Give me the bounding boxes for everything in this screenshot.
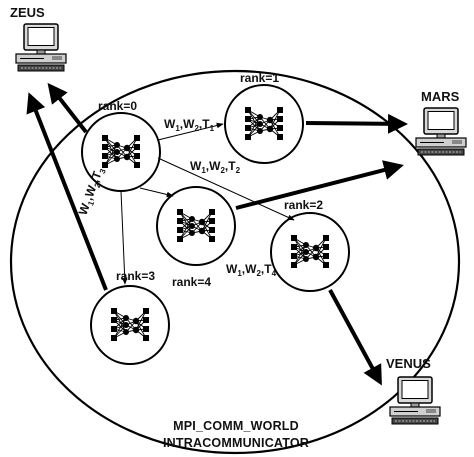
host-label-zeus: ZEUS <box>10 5 45 20</box>
rank-label-0: rank=0 <box>98 99 137 113</box>
process-rank-2 <box>270 212 350 292</box>
message-arrow-0-to-4 <box>139 187 174 198</box>
host-venus: VENUS <box>386 356 441 425</box>
host-zeus: ZEUS <box>10 5 67 72</box>
edge-label-w1-w2-t2: W1,W2,T2 <box>190 159 241 175</box>
rank-label-1: rank=1 <box>240 71 279 85</box>
result-arrow-0-to-zeus <box>47 82 88 134</box>
message-arrow-0-to-1 <box>157 122 224 141</box>
rank-label-4: rank=4 <box>172 275 211 289</box>
result-arrow-3-to-zeus <box>26 92 108 291</box>
edge-label-w1-w2-t1: W1,W2,T1 <box>164 117 215 133</box>
message-arrow-0-to-3 <box>120 190 128 285</box>
rank-label-3: rank=3 <box>116 269 155 283</box>
edge-label-w1-w2-t4: W1,W2,T4 <box>226 262 277 278</box>
process-rank-1 <box>224 84 304 164</box>
message-arrow-0-to-2 <box>157 157 295 221</box>
computer-icon <box>389 376 441 425</box>
edge-label-w1-w2-t3: W1,W2,T3 <box>76 165 108 218</box>
result-arrow-2-to-venus <box>328 289 382 386</box>
result-arrow-4-to-mars <box>235 160 404 210</box>
process-rank-4 <box>156 186 236 266</box>
rank-label-2: rank=2 <box>284 198 323 212</box>
computer-icon <box>415 107 467 156</box>
host-mars: MARS <box>415 89 467 156</box>
caption-intracommunicator: INTRACOMMUNICATOR <box>163 436 309 450</box>
process-rank-3 <box>90 285 170 365</box>
result-arrow-1-to-mars <box>305 113 408 134</box>
computer-icon <box>15 23 67 72</box>
host-label-venus: VENUS <box>386 356 431 371</box>
host-label-mars: MARS <box>421 89 460 104</box>
caption-comm-world: MPI_COMM_WORLD <box>173 419 299 433</box>
